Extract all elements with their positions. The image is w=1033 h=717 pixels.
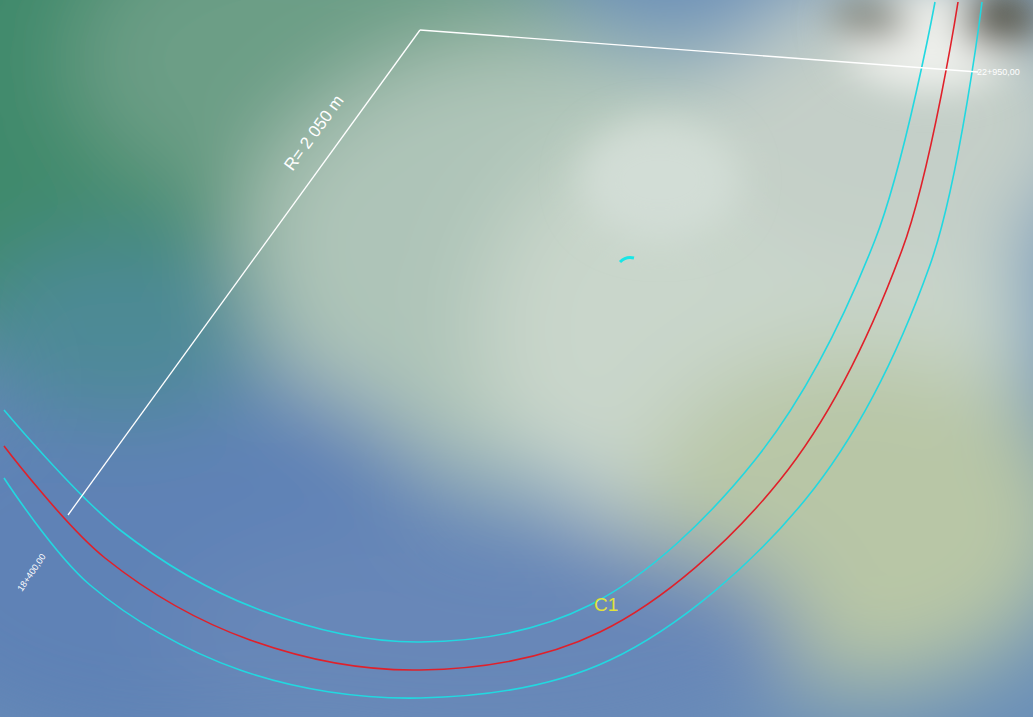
radius-line — [420, 30, 978, 72]
edge-line — [4, 2, 935, 642]
edge-line — [4, 2, 982, 698]
survey-mark — [620, 258, 634, 263]
bright-patch — [580, 0, 1033, 240]
alignment — [4, 2, 982, 698]
radius-line — [68, 30, 420, 515]
curve-id: C1 — [594, 595, 618, 614]
centre-line — [4, 2, 958, 670]
chainage-label: 22+950,00 — [977, 68, 1020, 77]
